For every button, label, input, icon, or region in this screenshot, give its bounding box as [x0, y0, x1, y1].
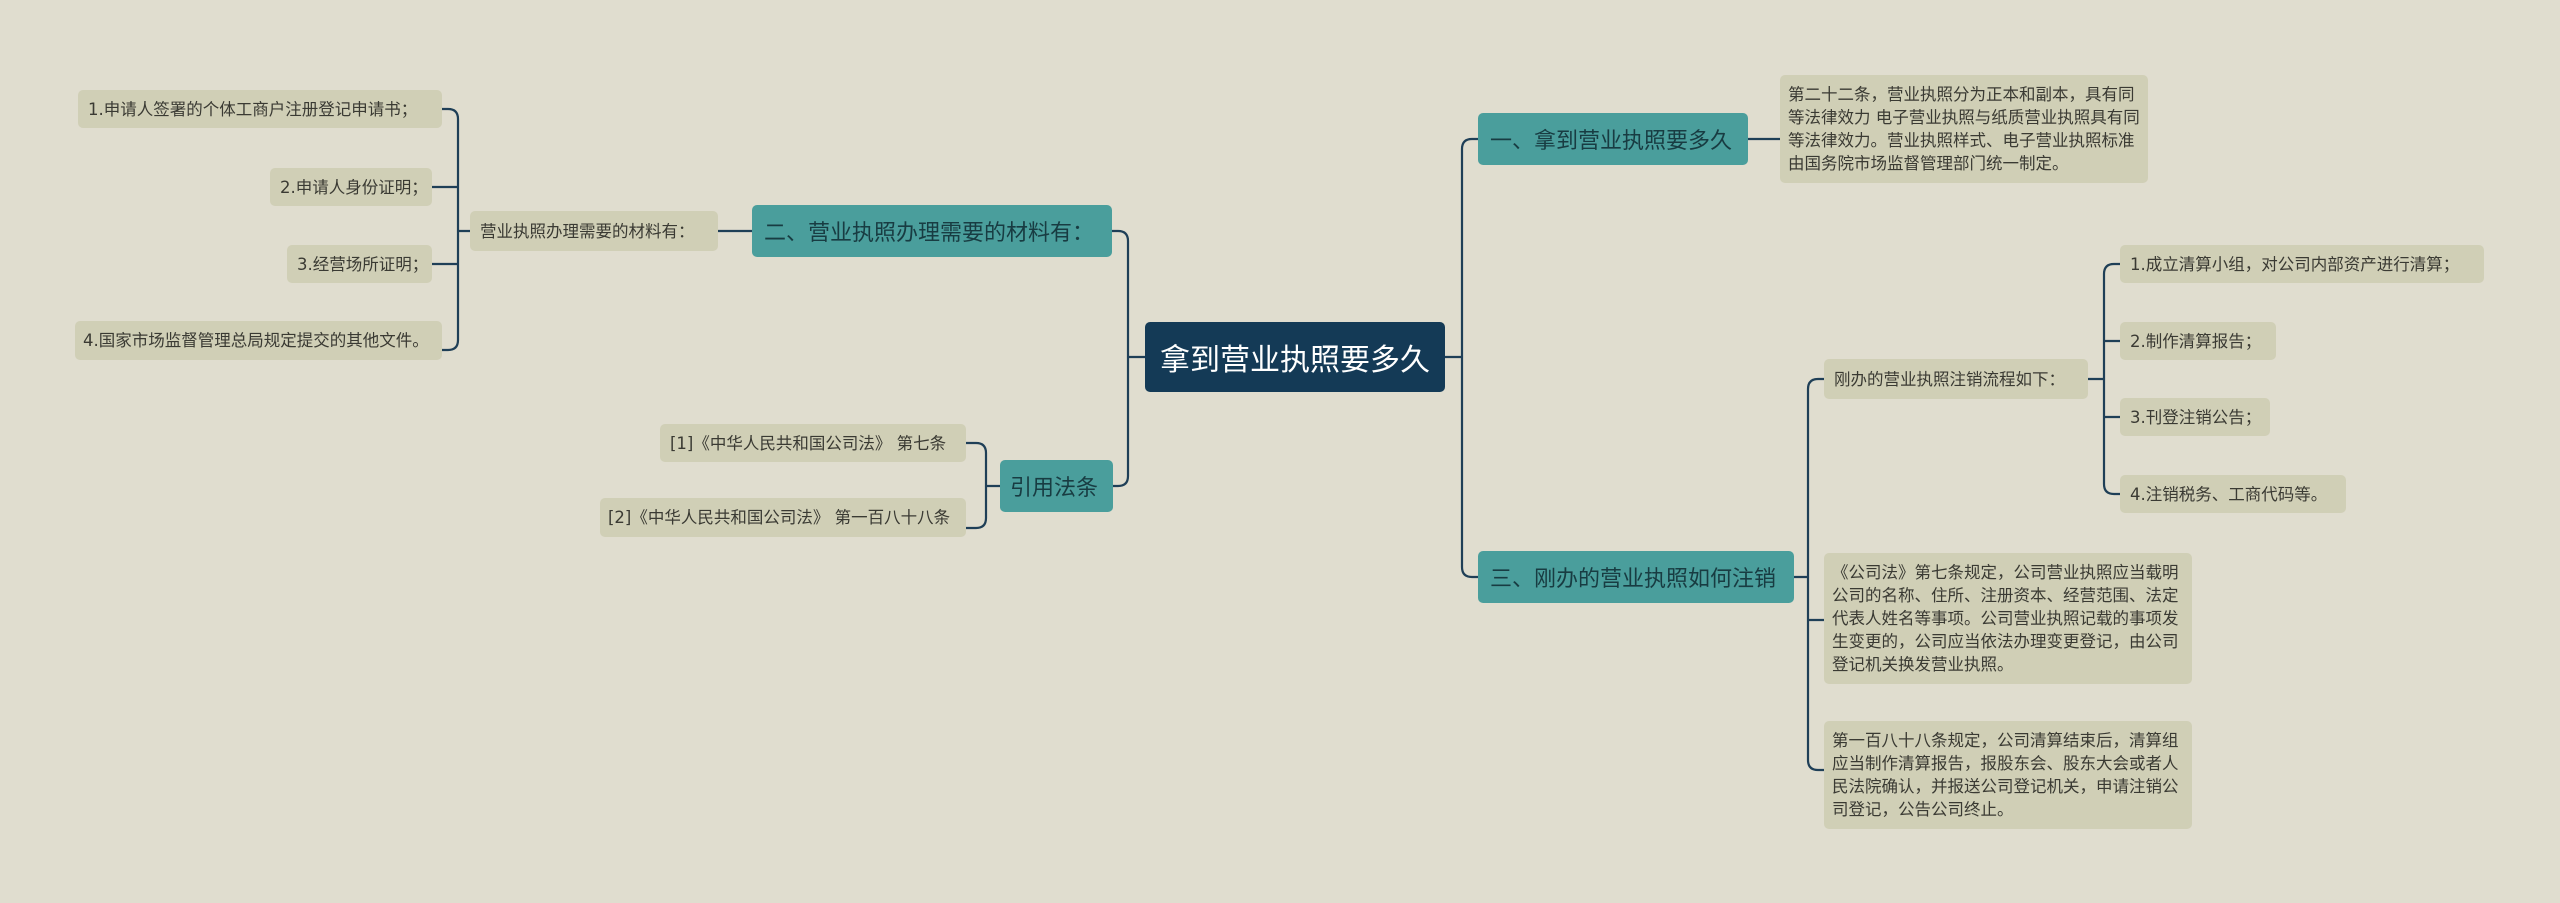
- link-cite-items: [964, 441, 988, 530]
- link-trunk-right: [1460, 137, 1480, 579]
- root-topic[interactable]: 拿到营业执照要多久: [1145, 322, 1445, 392]
- branch-get-license-time[interactable]: 一、拿到营业执照要多久: [1478, 113, 1748, 165]
- material-item-4[interactable]: 4.国家市场监督管理总局规定提交的其他文件。: [75, 321, 442, 360]
- materials-label[interactable]: 营业执照办理需要的材料有：: [470, 211, 718, 251]
- branch-required-materials[interactable]: 二、营业执照办理需要的材料有：: [752, 205, 1112, 257]
- branch-cancel-license[interactable]: 三、刚办的营业执照如何注销: [1478, 551, 1794, 603]
- material-item-3[interactable]: 3.经营场所证明；: [287, 245, 432, 283]
- link-trunk-left: [1110, 229, 1130, 488]
- cancel-step-2[interactable]: 2.制作清算报告；: [2120, 322, 2276, 360]
- company-law-article-188-text: 第一百八十八条规定，公司清算结束后，清算组应当制作清算报告，报股东会、股东大会或…: [1824, 721, 2192, 829]
- branch-cited-laws[interactable]: 引用法条: [1000, 460, 1113, 512]
- cancel-step-1[interactable]: 1.成立清算小组，对公司内部资产进行清算；: [2120, 245, 2484, 283]
- material-item-1[interactable]: 1.申请人签署的个体工商户注册登记申请书；: [78, 90, 442, 128]
- citation-item-2[interactable]: [2]《中华人民共和国公司法》 第一百八十八条: [600, 498, 966, 537]
- cancel-process-label[interactable]: 刚办的营业执照注销流程如下：: [1824, 359, 2088, 399]
- link-b3-fork: [1806, 377, 1826, 772]
- material-item-2[interactable]: 2.申请人身份证明；: [270, 168, 432, 206]
- link-b3-steps: [2102, 262, 2122, 496]
- company-law-article-7-text: 《公司法》第七条规定，公司营业执照应当载明公司的名称、住所、注册资本、经营范围、…: [1824, 553, 2192, 684]
- link-b2-items: [430, 107, 460, 352]
- citation-item-1[interactable]: [1]《中华人民共和国公司法》 第七条: [660, 424, 966, 462]
- cancel-step-3[interactable]: 3.刊登注销公告；: [2120, 398, 2270, 436]
- cancel-step-4[interactable]: 4.注销税务、工商代码等。: [2120, 475, 2346, 513]
- branch1-detail-text: 第二十二条，营业执照分为正本和副本，具有同等法律效力 电子营业执照与纸质营业执照…: [1780, 75, 2148, 183]
